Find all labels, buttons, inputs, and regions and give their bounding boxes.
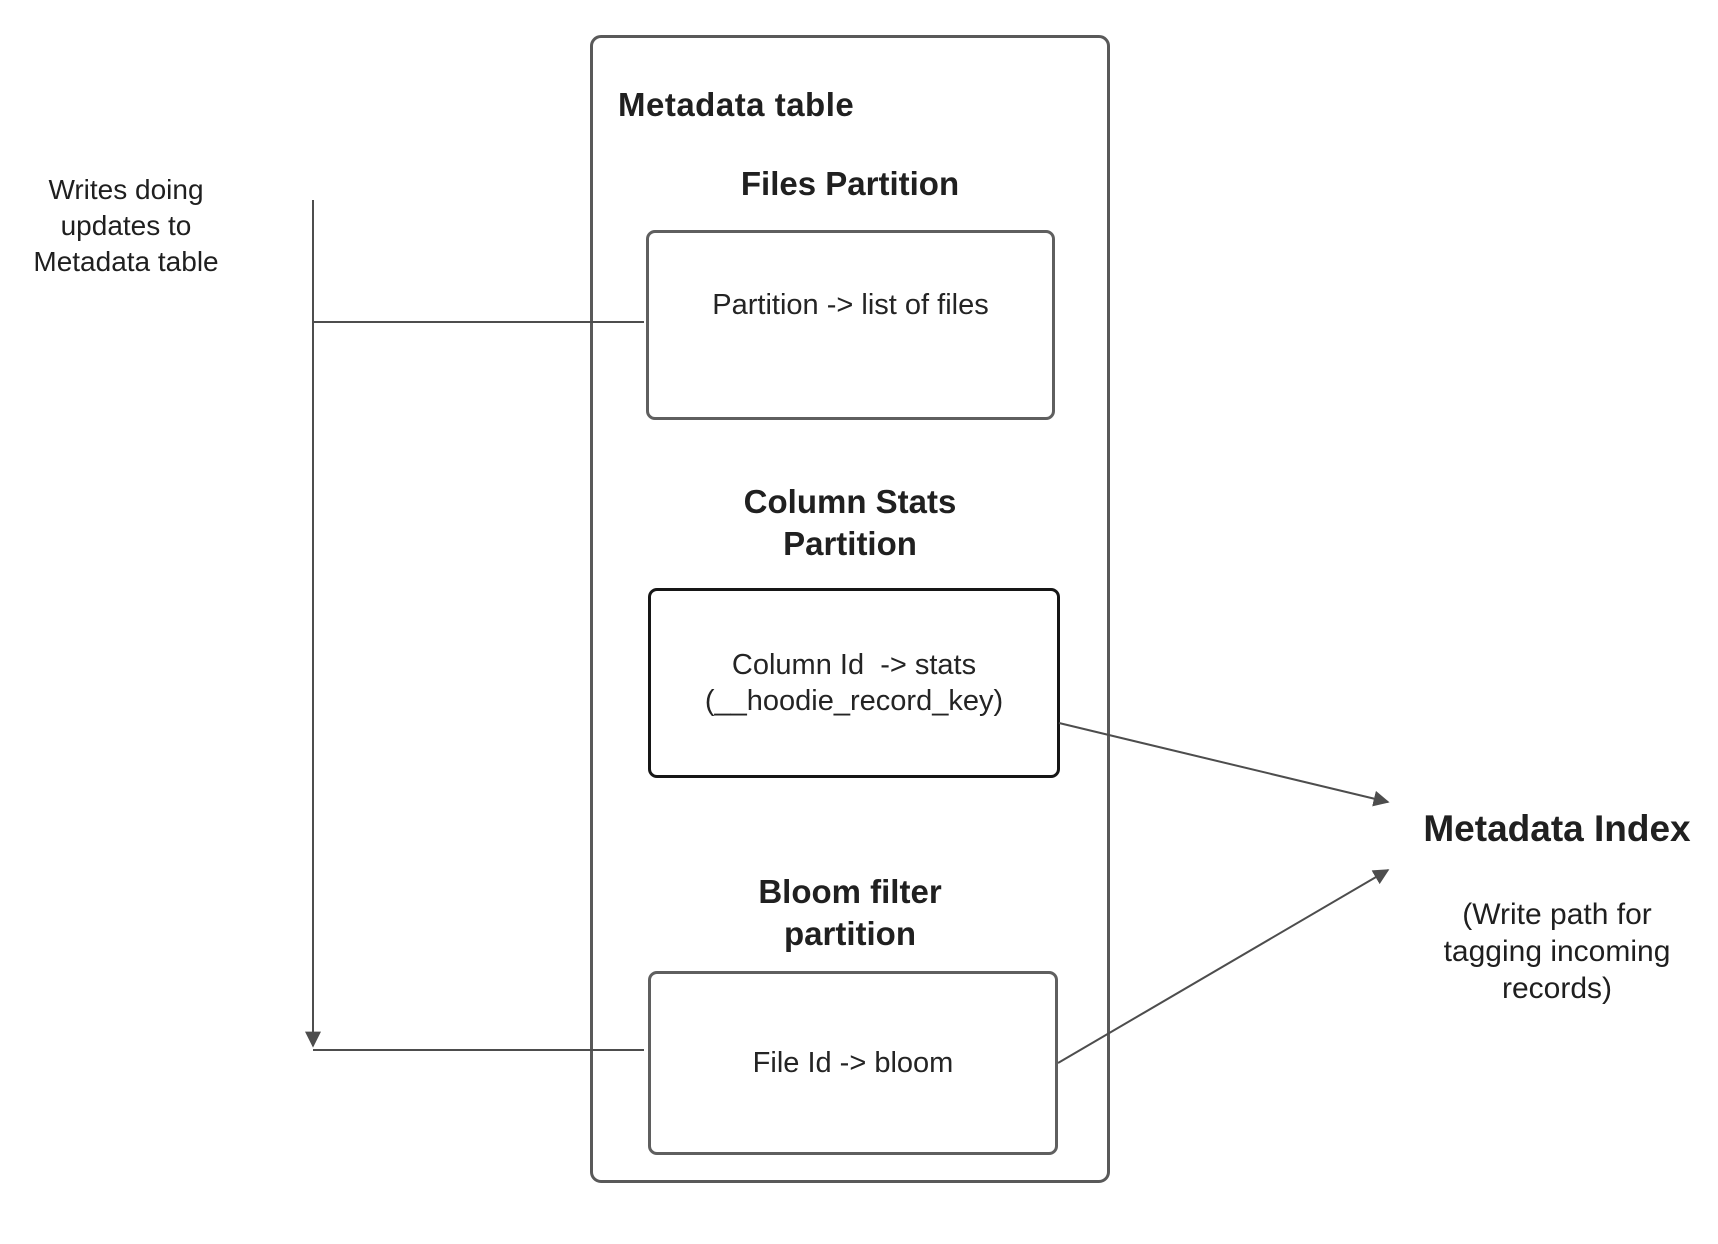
files-partition-box: Partition -> list of files — [646, 230, 1055, 420]
column-stats-partition-box: Column Id -> stats (__hoodie_record_key) — [648, 588, 1060, 778]
bloom-filter-partition-box: File Id -> bloom — [648, 971, 1058, 1155]
metadata-index-subtitle: (Write path for tagging incoming records… — [1443, 898, 1671, 1005]
writes-note-label: Writes doing updates to Metadata table — [33, 174, 219, 277]
bloom-filter-partition-label: File Id -> bloom — [752, 1047, 954, 1079]
column-stats-partition-label: Column Id -> stats (__hoodie_record_key) — [704, 649, 1004, 717]
metadata-table-container: Metadata table Files Partition Partition… — [590, 35, 1110, 1183]
metadata-table-title: Metadata table — [618, 86, 855, 123]
column-stats-partition-heading: Column Stats Partition — [743, 483, 957, 562]
metadata-index-title: Metadata Index — [1423, 808, 1691, 849]
files-partition-heading: Files Partition — [740, 165, 960, 202]
files-partition-label: Partition -> list of files — [712, 289, 989, 321]
bloom-filter-partition-heading: Bloom filter partition — [758, 873, 942, 952]
